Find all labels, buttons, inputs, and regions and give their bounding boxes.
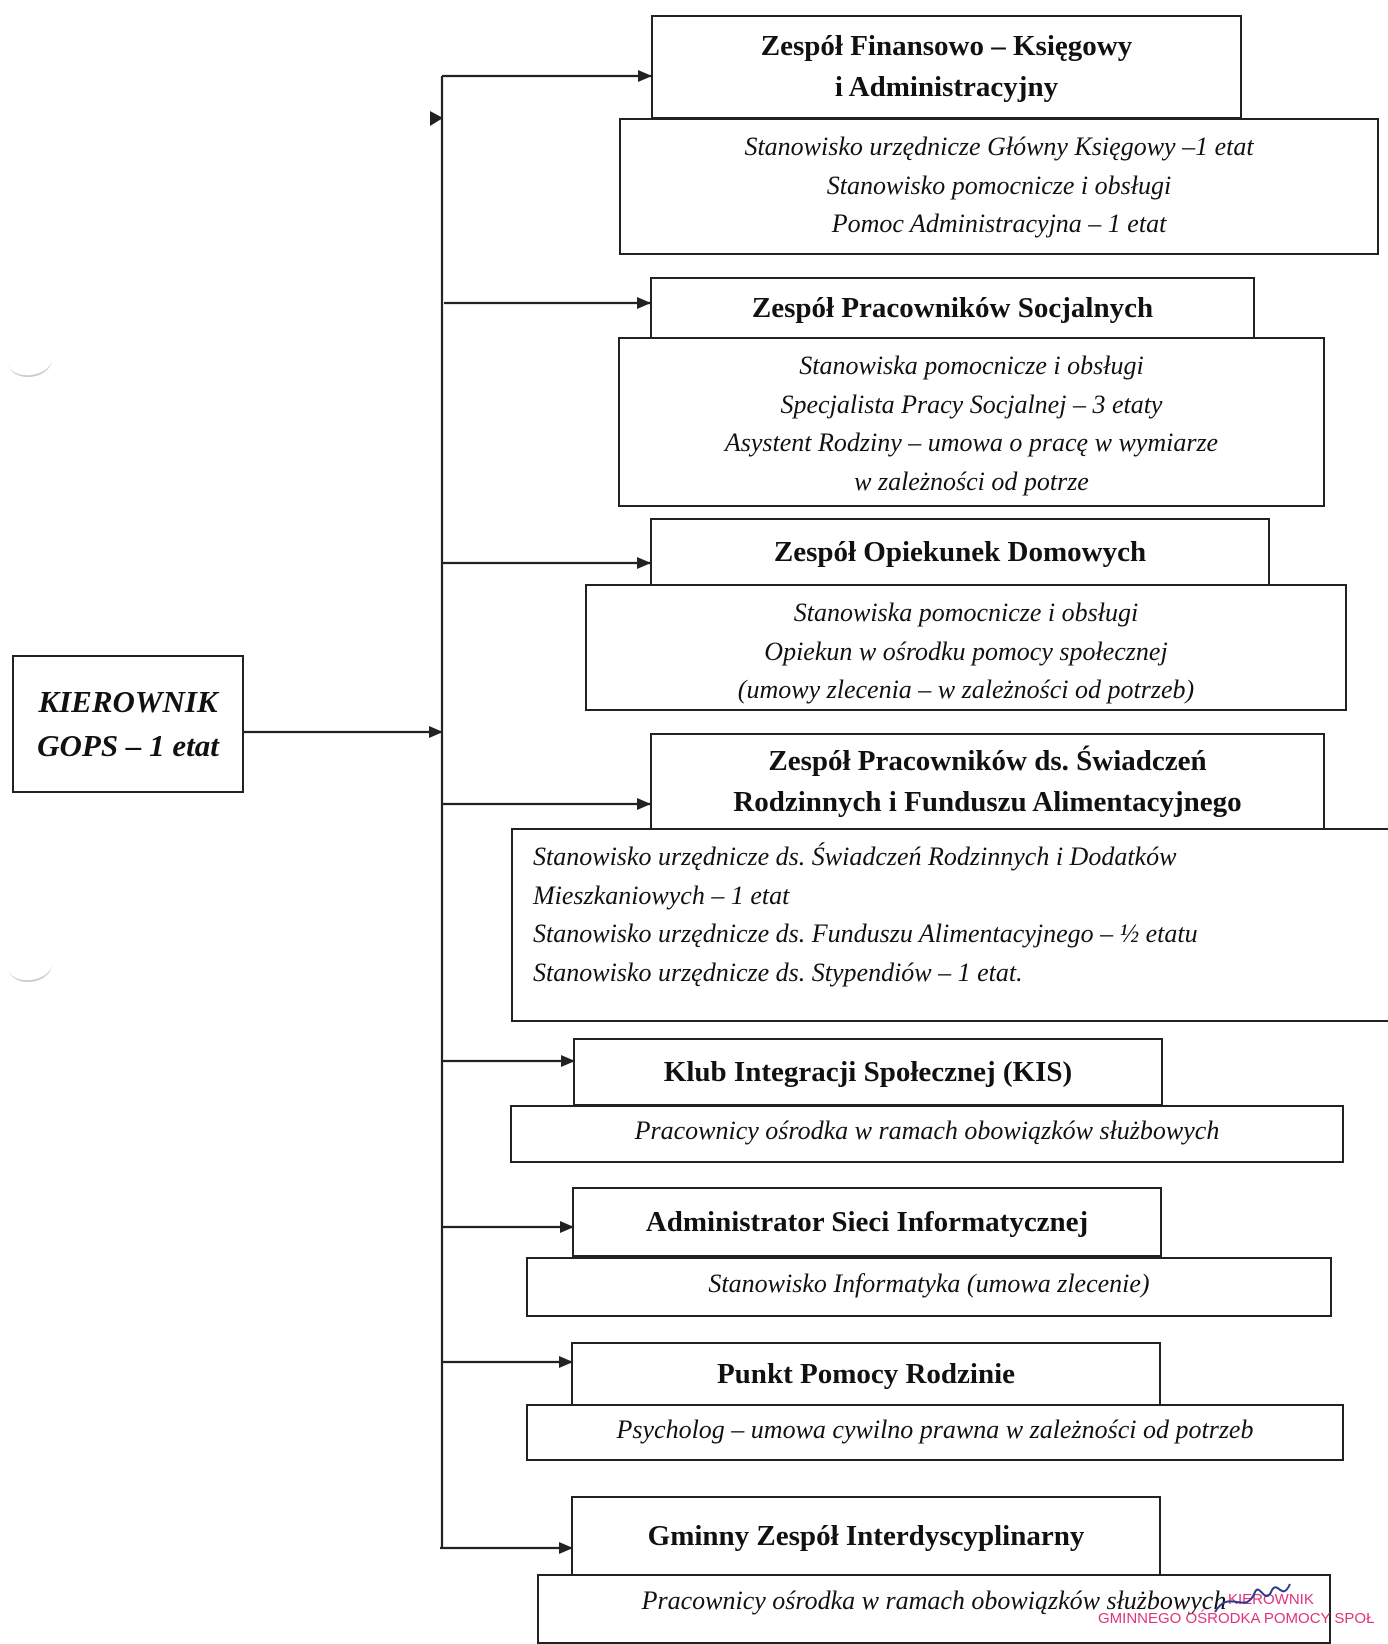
detail-line: Stanowiska pomocnicze i obsługi — [799, 351, 1144, 380]
detail-line: Stanowisko pomocnicze i obsługi — [826, 170, 1172, 200]
unit-detail-box-care: Stanowiska pomocnicze i obsługi Opiekun … — [585, 584, 1347, 711]
unit-title: Zespół Pracowników ds. Świadczeń — [768, 744, 1207, 777]
unit-title-box-kis: Klub Integracji Społecznej (KIS) — [573, 1038, 1163, 1106]
unit-title-box-family: Punkt Pomocy Rodzinie — [571, 1342, 1161, 1406]
detail-line: Mieszkaniowych – 1 etat — [533, 880, 790, 910]
detail-line: Pomoc Administracyjna – 1 etat — [831, 209, 1167, 238]
unit-detail-box-family: Psycholog – umowa cywilno prawna w zależ… — [526, 1404, 1344, 1461]
unit-title-box-social: Zespół Pracowników Socjalnych — [650, 277, 1255, 339]
spine-arrowhead — [430, 111, 443, 126]
detail-line: Stanowiska pomocnicze i obsługi — [793, 598, 1139, 627]
detail-line: Pracownicy ośrodka w ramach obowiązków s… — [641, 1586, 1227, 1615]
stamp-text: GMINNEGO OŚRODKA POMOCY SPOŁ — [1098, 1611, 1374, 1627]
unit-title: Administrator Sieci Informatycznej — [645, 1205, 1089, 1238]
detail-line: Asystent Rodziny – umowa o pracę w wymia… — [724, 428, 1219, 457]
unit-title: Zespół Opiekunek Domowych — [773, 535, 1147, 568]
unit-title: Zespół Finansowo – Księgowy — [760, 30, 1133, 62]
unit-detail-box-benefits: Stanowisko urzędnicze ds. Świadczeń Rodz… — [511, 828, 1388, 1022]
unit-title: Klub Integracji Społecznej (KIS) — [663, 1055, 1073, 1088]
root-label: KIEROWNIK — [38, 684, 218, 719]
unit-title: Zespół Pracowników Socjalnych — [751, 291, 1154, 324]
stamp-line: KIEROWNIK — [1228, 1591, 1314, 1608]
unit-title: Rodzinnych i Funduszu Alimentacyjnego — [733, 785, 1242, 818]
unit-detail-box-social: Stanowiska pomocnicze i obsługi Specjali… — [618, 337, 1325, 507]
signature-scribble — [1214, 1583, 1291, 1613]
unit-detail-box-admin: Stanowisko Informatyka (umowa zlecenie) — [526, 1257, 1332, 1317]
detail-line: (umowy zlecenia – w zależności od potrze… — [737, 675, 1195, 704]
unit-title: i Administracyjny — [834, 71, 1059, 103]
detail-line: Opiekun w ośrodku pomocy społecznej — [764, 636, 1168, 666]
detail-line: Stanowisko urzędnicze ds. Świadczeń Rodz… — [533, 842, 1177, 871]
detail-line: Stanowisko urzędnicze ds. Funduszu Alime… — [533, 919, 1198, 948]
unit-title-box-interdisciplinary: Gminny Zespół Interdyscyplinarny — [571, 1496, 1161, 1576]
detail-line: Psycholog – umowa cywilno prawna w zależ… — [616, 1415, 1254, 1444]
unit-title: Gminny Zespół Interdyscyplinarny — [647, 1519, 1085, 1552]
unit-title-box-admin: Administrator Sieci Informatycznej — [572, 1187, 1162, 1257]
unit-title-box-benefits: Zespół Pracowników ds. Świadczeń Rodzinn… — [650, 733, 1325, 830]
stamp-line: GMINNEGO OŚRODKA POMOCY SPOŁ — [1098, 1610, 1375, 1627]
unit-title: Punkt Pomocy Rodzinie — [716, 1357, 1016, 1390]
stamp-text: KIEROWNIK — [1228, 1592, 1314, 1608]
detail-line: w zależności od potrze — [854, 466, 1089, 496]
detail-line: Stanowisko urzędnicze ds. Stypendiów – 1… — [533, 957, 1023, 987]
unit-detail-box-finance: Stanowisko urzędnicze Główny Księgowy –1… — [619, 118, 1379, 255]
detail-line: Stanowisko Informatyka (umowa zlecenie) — [708, 1269, 1150, 1298]
unit-detail-box-kis: Pracownicy ośrodka w ramach obowiązków s… — [510, 1105, 1344, 1163]
detail-line: Pracownicy ośrodka w ramach obowiązków s… — [634, 1116, 1220, 1145]
detail-line: Stanowisko urzędnicze Główny Księgowy –1… — [744, 132, 1254, 161]
root-box-kierownik: KIEROWNIK GOPS – 1 etat — [12, 655, 244, 793]
unit-title-box-finance: Zespół Finansowo – Księgowy i Administra… — [651, 15, 1242, 119]
root-label: GOPS – 1 etat — [37, 728, 219, 763]
unit-title-box-care: Zespół Opiekunek Domowych — [650, 518, 1270, 586]
detail-line: Specjalista Pracy Socjalnej – 3 etaty — [780, 389, 1163, 419]
